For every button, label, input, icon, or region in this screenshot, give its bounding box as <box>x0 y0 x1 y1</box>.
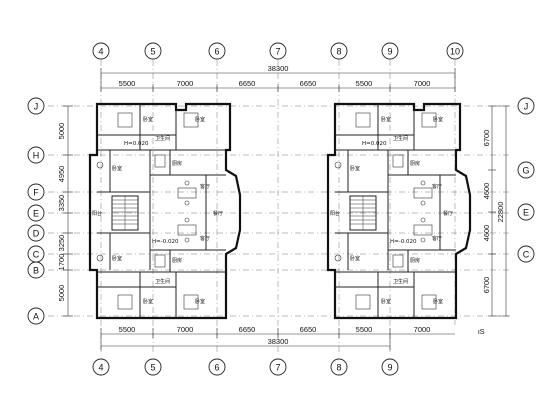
room-label-kitchen: 厨房 <box>410 257 420 264</box>
dim-left-4: 3250 <box>57 235 66 252</box>
dim-top-6: 7000 <box>414 79 431 88</box>
room-label-kitchen: 厨房 <box>172 257 182 264</box>
room-label-bedroom: 卧室 <box>350 165 360 172</box>
axis-label-right-G: G <box>522 166 529 176</box>
dim-left-6: 5000 <box>57 285 66 302</box>
bottom-dimensions: 5500 7000 6650 6650 5500 7000 38300 <box>100 325 455 350</box>
room-label-dining: 餐厅 <box>443 210 453 217</box>
axis-label-left-H: H <box>33 151 40 161</box>
room-label-kitchen: 厨房 <box>172 160 182 167</box>
room-label-bedroom: 卧室 <box>112 165 122 172</box>
room-label-bath: 卫生间 <box>393 135 408 142</box>
dim-bottom-1: 5500 <box>119 325 136 334</box>
dim-left-2: 4950 <box>57 166 66 183</box>
axis-label-left-D: D <box>33 229 40 239</box>
axis-label-top-10: 10 <box>450 47 460 57</box>
dim-top-5: 5500 <box>356 79 373 88</box>
room-label-bedroom: 卧室 <box>381 298 391 305</box>
axis-label-left-J: J <box>34 102 39 112</box>
axis-label-right-J: J <box>524 102 529 112</box>
room-label-living: 客厅 <box>200 235 210 242</box>
axis-label-top-8: 8 <box>336 47 341 57</box>
dim-right-total: 22800 <box>496 202 505 223</box>
axis-label-top-4: 4 <box>98 47 103 57</box>
dim-left-3: 3350 <box>57 195 66 212</box>
floor-level-mark: H=0.020 <box>362 141 387 147</box>
axis-label-top-9: 9 <box>387 47 392 57</box>
room-label-bedroom: 卧室 <box>195 298 205 305</box>
room-label-living: 客厅 <box>432 183 442 190</box>
room-label-bath: 卫生间 <box>393 278 408 285</box>
dim-total-bottom: 38300 <box>268 337 289 346</box>
room-label-bedroom: 卧室 <box>143 116 153 123</box>
dim-top-1: 5500 <box>119 79 136 88</box>
axis-label-left-E: E <box>33 209 39 219</box>
dim-bottom-3: 6650 <box>239 325 256 334</box>
axis-label-left-C: C <box>33 250 40 260</box>
left-axis-bubbles: J H F E D C B A <box>27 97 45 325</box>
axis-label-right-E: E <box>523 208 529 218</box>
dim-top-4: 6650 <box>300 79 317 88</box>
dim-top-2: 7000 <box>177 79 194 88</box>
corner-note: ιS <box>478 327 485 336</box>
dim-bottom-2: 7000 <box>177 325 194 334</box>
horizontal-axis-lines <box>48 105 512 317</box>
bottom-axis-bubbles: 4 5 6 7 8 9 <box>92 358 399 376</box>
room-label-bedroom: 卧室 <box>195 116 205 123</box>
axis-label-top-5: 5 <box>150 47 155 57</box>
dim-right-1: 6700 <box>482 130 491 147</box>
dim-left-1: 5000 <box>57 123 66 140</box>
dim-bottom-6: 7000 <box>414 325 431 334</box>
right-dimensions: 6700 4600 4600 6700 22800 <box>482 105 510 317</box>
dim-left-5: 1700 <box>57 254 66 271</box>
room-label-dining: 餐厅 <box>213 210 223 217</box>
dim-top-3: 6650 <box>239 79 256 88</box>
room-label-bath: 卫生间 <box>155 278 170 285</box>
dim-bottom-5: 5500 <box>356 325 373 334</box>
left-building-unit: 卧室 卧室 卧室 卧室 卧室 卧室 客厅 客厅 厨房 厨房 卫生间 卫生间 餐厅… <box>88 102 242 320</box>
top-dimensions: 38300 5500 7000 6650 6650 5500 7000 <box>100 64 456 92</box>
dim-bottom-4: 6650 <box>300 325 317 334</box>
axis-label-top-7: 7 <box>275 47 280 57</box>
right-axis-bubbles: J G E C <box>517 97 535 263</box>
axis-label-left-B: B <box>33 266 39 276</box>
axis-label-bottom-5: 5 <box>150 363 155 373</box>
top-axis-bubbles: 4 5 6 7 8 9 10 <box>92 42 464 60</box>
room-label-bath: 卫生间 <box>155 135 170 142</box>
floor-level-mark: H=-0.020 <box>152 239 179 245</box>
room-label-kitchen: 厨房 <box>410 160 420 167</box>
room-label-bedroom: 卧室 <box>143 298 153 305</box>
room-label-bedroom: 卧室 <box>433 116 443 123</box>
room-label-living: 客厅 <box>432 235 442 242</box>
room-label-bedroom: 卧室 <box>433 298 443 305</box>
floor-level-mark: H=-0.020 <box>390 239 417 245</box>
axis-label-top-6: 6 <box>214 47 219 57</box>
axis-label-bottom-4: 4 <box>98 363 103 373</box>
axis-label-bottom-8: 8 <box>336 363 341 373</box>
axis-label-left-F: F <box>33 188 39 198</box>
dim-total-top: 38300 <box>268 64 289 73</box>
room-label-balcony: 阳台 <box>92 210 102 217</box>
dim-right-3: 4600 <box>482 225 491 242</box>
room-label-bedroom: 卧室 <box>112 255 122 262</box>
axis-label-bottom-9: 9 <box>387 363 392 373</box>
dim-right-2: 4600 <box>482 183 491 200</box>
axis-label-right-C: C <box>523 250 530 260</box>
left-dimensions: 5000 4950 3350 3250 1700 5000 <box>57 105 73 317</box>
dim-right-4: 6700 <box>482 277 491 294</box>
room-label-balcony: 阳台 <box>330 210 340 217</box>
right-building-unit: 卧室 卧室 卧室 卧室 卧室 卧室 客厅 客厅 厨房 厨房 卫生间 卫生间 餐厅… <box>326 102 472 320</box>
floor-level-mark: H=0.020 <box>124 141 149 147</box>
axis-label-left-A: A <box>33 312 39 322</box>
room-label-bedroom: 卧室 <box>350 255 360 262</box>
axis-label-bottom-6: 6 <box>214 363 219 373</box>
axis-label-bottom-7: 7 <box>275 363 280 373</box>
room-label-living: 客厅 <box>200 183 210 190</box>
room-label-bedroom: 卧室 <box>381 116 391 123</box>
